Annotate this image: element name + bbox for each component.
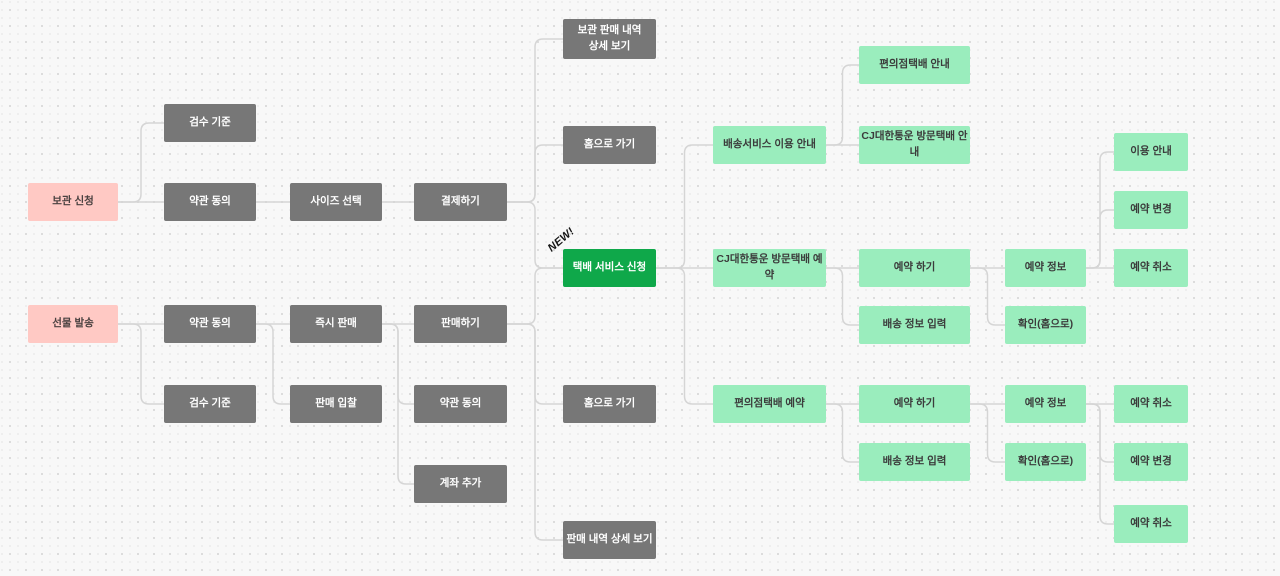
connector [969, 403, 1006, 463]
connector [655, 144, 714, 269]
flow-node-reserve-cancel-bottom[interactable]: 예약 취소 [1114, 505, 1188, 543]
flow-node-terms-agree-bottom[interactable]: 약관 동의 [164, 305, 256, 343]
flow-node-cvs-guide[interactable]: 편의점택배 안내 [859, 46, 970, 84]
flow-node-reserve-info-top[interactable]: 예약 정보 [1005, 249, 1086, 287]
flow-node-reserve-cancel-top[interactable]: 예약 취소 [1114, 249, 1188, 287]
flow-node-add-account[interactable]: 계좌 추가 [414, 465, 507, 503]
flow-node-reserve-top[interactable]: 예약 하기 [859, 249, 970, 287]
connector [506, 201, 564, 269]
flow-node-pay[interactable]: 결제하기 [414, 183, 507, 221]
flow-node-cvs-reserve[interactable]: 편의점택배 예약 [713, 385, 826, 423]
flow-node-sale-bid[interactable]: 판매 입찰 [290, 385, 382, 423]
flow-node-confirm-home-bottom[interactable]: 확인(홈으로) [1005, 443, 1086, 481]
flow-node-confirm-home-top[interactable]: 확인(홈으로) [1005, 306, 1086, 344]
flow-node-size-select[interactable]: 사이즈 선택 [290, 183, 382, 221]
connector [255, 323, 291, 405]
connector [506, 144, 564, 203]
flow-node-reserve-change-bottom[interactable]: 예약 변경 [1114, 443, 1188, 481]
flow-node-instant-sale[interactable]: 즉시 판매 [290, 305, 382, 343]
connector [117, 122, 165, 203]
connector [655, 267, 714, 405]
flow-node-delivery-info-bottom[interactable]: 배송 정보 입력 [859, 443, 970, 481]
flow-node-sell[interactable]: 판매하기 [414, 305, 507, 343]
connector [1085, 403, 1115, 525]
flow-node-delivery-info-top[interactable]: 배송 정보 입력 [859, 306, 970, 344]
flow-node-parcel-service-request[interactable]: 택배 서비스 신청 [563, 249, 656, 287]
flow-node-terms-agree-top[interactable]: 약관 동의 [164, 183, 256, 221]
flow-node-reserve-cancel-mid[interactable]: 예약 취소 [1114, 385, 1188, 423]
connector [825, 267, 860, 326]
connector [825, 64, 860, 146]
flow-node-cj-visit-guide[interactable]: CJ대한통운 방문택배 안내 [859, 126, 970, 164]
flow-node-reserve-bottom[interactable]: 예약 하기 [859, 385, 970, 423]
flow-node-reserve-change-top[interactable]: 예약 변경 [1114, 191, 1188, 229]
flow-node-usage-guide[interactable]: 이용 안내 [1114, 133, 1188, 171]
connector [381, 323, 415, 485]
flow-node-inspection-criteria-top[interactable]: 검수 기준 [164, 104, 256, 142]
flow-node-reserve-info-bottom[interactable]: 예약 정보 [1005, 385, 1086, 423]
flow-node-delivery-service-guide[interactable]: 배송서비스 이용 안내 [713, 126, 826, 164]
connector [825, 403, 860, 463]
connector [117, 323, 165, 405]
flow-node-storage-sales-detail[interactable]: 보관 판매 내역 상세 보기 [563, 19, 656, 59]
flow-node-go-home-bottom[interactable]: 홈으로 가기 [563, 385, 656, 423]
connector [969, 267, 1006, 326]
connector [506, 323, 564, 541]
flow-node-inspection-criteria-bottom[interactable]: 검수 기준 [164, 385, 256, 423]
flow-node-storage-request[interactable]: 보관 신청 [28, 183, 118, 221]
flow-node-terms-agree-sell[interactable]: 약관 동의 [414, 385, 507, 423]
connector [506, 267, 564, 325]
connector [1085, 209, 1115, 269]
flow-node-cj-visit-reserve[interactable]: CJ대한통운 방문택배 예약 [713, 249, 826, 287]
flow-node-go-home-top[interactable]: 홈으로 가기 [563, 126, 656, 164]
flow-node-sales-history-detail[interactable]: 판매 내역 상세 보기 [563, 521, 656, 559]
flow-node-gift-send[interactable]: 선물 발송 [28, 305, 118, 343]
